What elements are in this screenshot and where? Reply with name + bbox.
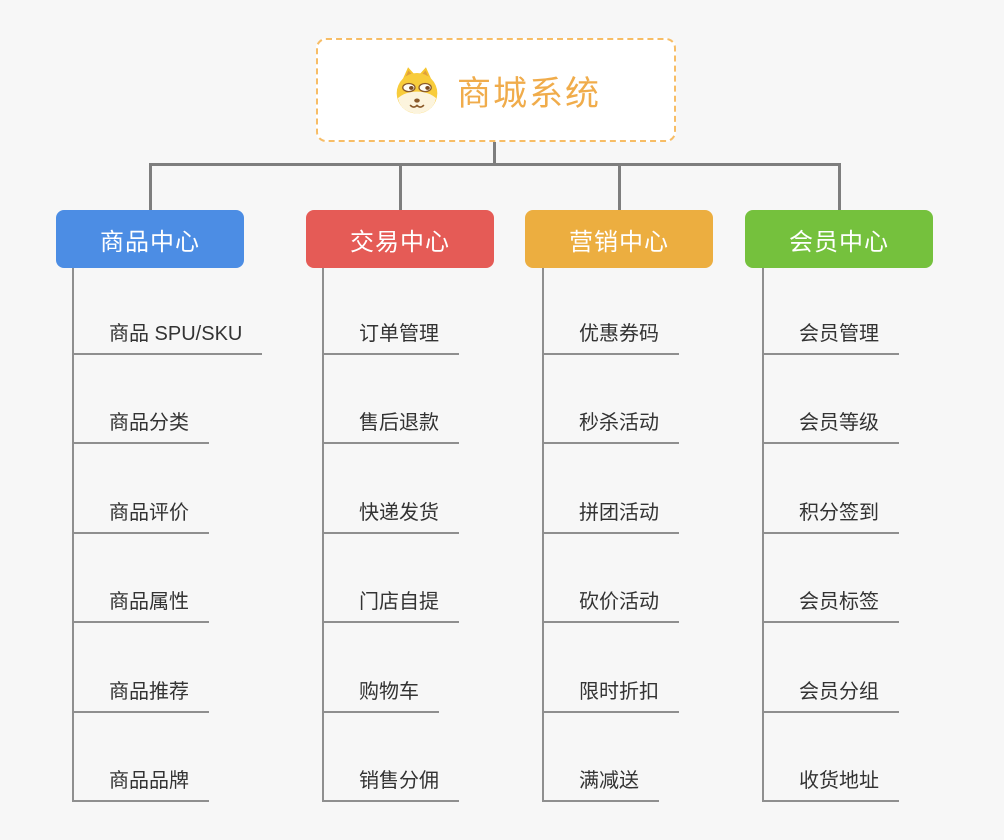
leaf-node[interactable]: 积分签到 (762, 500, 899, 534)
leaf-node[interactable]: 收货地址 (762, 768, 899, 802)
branch-children-trade-center: 订单管理 售后退款 快递发货 门店自提 购物车 销售分佣 (322, 268, 562, 802)
branch-node-trade-center[interactable]: 交易中心 (306, 210, 494, 268)
leaf-node[interactable]: 门店自提 (322, 589, 459, 623)
root-title: 商城系统 (457, 74, 601, 113)
leaf-node[interactable]: 订单管理 (322, 321, 459, 355)
leaf-node[interactable]: 商品分类 (72, 410, 209, 444)
leaf-node[interactable]: 拼团活动 (542, 500, 679, 534)
leaf-node[interactable]: 会员等级 (762, 410, 899, 444)
connector-drop-trade (399, 163, 402, 211)
shiba-dog-icon (391, 64, 443, 116)
leaf-node[interactable]: 商品品牌 (72, 768, 209, 802)
leaf-node[interactable]: 限时折扣 (542, 679, 679, 713)
leaf-node[interactable]: 商品属性 (72, 589, 209, 623)
leaf-node[interactable]: 商品推荐 (72, 679, 209, 713)
connector-bus (149, 163, 841, 166)
leaf-node[interactable]: 砍价活动 (542, 589, 679, 623)
leaf-node[interactable]: 满减送 (542, 768, 659, 802)
leaf-node[interactable]: 秒杀活动 (542, 410, 679, 444)
leaf-node[interactable]: 会员分组 (762, 679, 899, 713)
leaf-node[interactable]: 会员管理 (762, 321, 899, 355)
branch-children-member-center: 会员管理 会员等级 积分签到 会员标签 会员分组 收货地址 (762, 268, 1002, 802)
leaf-node[interactable]: 售后退款 (322, 410, 459, 444)
root-node[interactable]: 商城系统 (316, 38, 676, 142)
connector-drop-products (149, 163, 152, 211)
branch-node-member-center[interactable]: 会员中心 (745, 210, 933, 268)
connector-drop-marketing (618, 163, 621, 211)
leaf-node[interactable]: 销售分佣 (322, 768, 459, 802)
leaf-node[interactable]: 会员标签 (762, 589, 899, 623)
branch-children-marketing-center: 优惠券码 秒杀活动 拼团活动 砍价活动 限时折扣 满减送 (542, 268, 782, 802)
branch-node-product-center[interactable]: 商品中心 (56, 210, 244, 268)
branch-node-marketing-center[interactable]: 营销中心 (525, 210, 713, 268)
connector-drop-members (838, 163, 841, 211)
connector-root-stem (493, 142, 496, 164)
leaf-node[interactable]: 商品 SPU/SKU (72, 321, 263, 355)
branch-children-product-center: 商品 SPU/SKU 商品分类 商品评价 商品属性 商品推荐 商品品牌 (72, 268, 312, 802)
leaf-node[interactable]: 购物车 (322, 679, 439, 713)
leaf-node[interactable]: 快递发货 (322, 500, 459, 534)
leaf-node[interactable]: 优惠券码 (542, 321, 679, 355)
leaf-node[interactable]: 商品评价 (72, 500, 209, 534)
